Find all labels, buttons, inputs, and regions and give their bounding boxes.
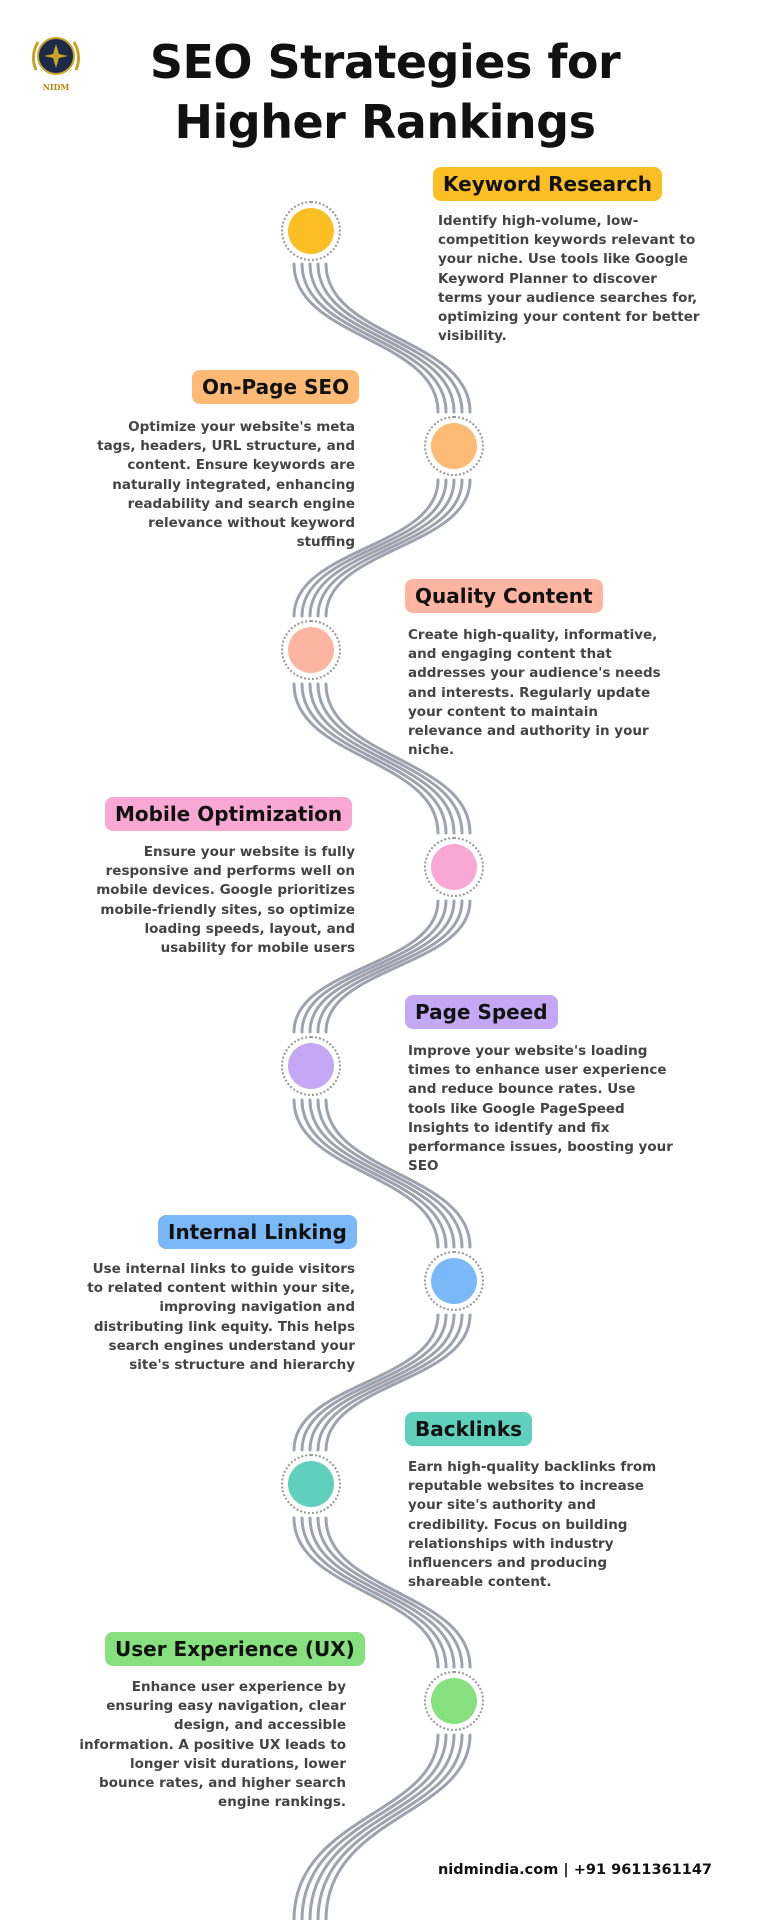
step-title-page-speed: Page Speed — [405, 995, 558, 1029]
logo-emblem-icon — [31, 37, 81, 75]
road-lane-4 — [316, 262, 464, 1920]
page-title: SEO Strategies for Higher Rankings — [120, 32, 650, 152]
step-node-mobile-optimization — [424, 837, 484, 897]
step-text-mobile-optimization: Ensure your website is fully responsive … — [96, 844, 355, 957]
road-lane-3 — [308, 262, 456, 1920]
step-title-keyword-research: Keyword Research — [433, 167, 662, 201]
step-title-backlinks: Backlinks — [405, 1412, 533, 1446]
step-text-quality-content: Create high-quality, informative, and en… — [408, 627, 661, 759]
road-lane-5 — [324, 262, 472, 1920]
step-node-keyword-research — [281, 201, 341, 261]
nidm-logo: NIDM — [26, 30, 86, 94]
step-node-on-page-seo — [424, 416, 484, 476]
title-line-2: Higher Rankings — [174, 95, 596, 149]
step-text-internal-linking: Use internal links to guide visitors to … — [87, 1261, 355, 1374]
step-node-user-experience — [424, 1671, 484, 1731]
logo-text: NIDM — [42, 82, 70, 92]
road-lane-1 — [292, 262, 440, 1920]
title-line-1: SEO Strategies for — [149, 35, 621, 89]
step-title-on-page-seo: On-Page SEO — [192, 370, 360, 404]
road-lane-2 — [300, 262, 448, 1920]
step-text-backlinks: Earn high-quality backlinks from reputab… — [408, 1459, 657, 1591]
step-node-quality-content — [281, 620, 341, 680]
step-title-internal-linking: Internal Linking — [158, 1215, 357, 1249]
step-text-user-experience: Enhance user experience by ensuring easy… — [79, 1679, 346, 1811]
footer-contact: nidmindia.com | +91 9611361147 — [437, 1862, 712, 1878]
step-text-page-speed: Improve your website's loading times to … — [408, 1043, 673, 1175]
step-title-user-experience: User Experience (UX) — [105, 1632, 365, 1666]
step-text-on-page-seo: Optimize your website's meta tags, heade… — [97, 419, 355, 551]
step-text-keyword-research: Identify high-volume, low-competition ke… — [438, 213, 700, 345]
step-node-internal-linking — [424, 1251, 484, 1311]
step-node-backlinks — [281, 1454, 341, 1514]
step-title-quality-content: Quality Content — [405, 579, 603, 613]
step-node-page-speed — [281, 1036, 341, 1096]
step-title-mobile-optimization: Mobile Optimization — [105, 797, 353, 831]
